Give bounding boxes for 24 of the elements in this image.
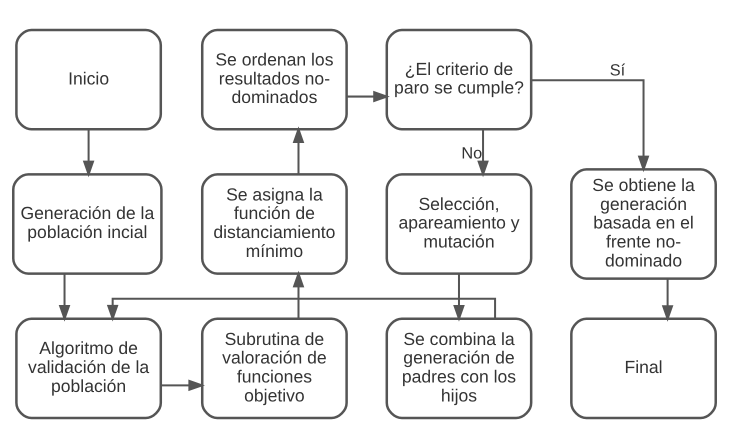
node-box: Final	[570, 318, 717, 420]
node-box: Se ordenan los resultados no-dominados	[200, 28, 348, 130]
arrow	[453, 274, 465, 322]
arrow	[346, 90, 390, 102]
arrow	[662, 279, 674, 322]
arrow	[292, 270, 304, 319]
arrow	[292, 126, 304, 174]
node-box: ¿El criterio de paro se cumple?	[386, 28, 532, 130]
node-box: Inicio	[15, 28, 162, 130]
arrow	[82, 129, 94, 178]
node-box: Algoritmo de validación de la población	[15, 318, 162, 420]
node-box: Se combina la generación de padres con los hijos	[386, 318, 532, 420]
arrow	[58, 274, 70, 322]
edge-label: No	[461, 144, 482, 163]
arrow	[477, 129, 489, 178]
node-box: Selección, apareamiento y mutación	[386, 173, 532, 275]
arrow	[106, 298, 496, 322]
node-box: Se asigna la función de distanciamiento mínimo	[200, 173, 348, 275]
arrow	[160, 380, 205, 392]
edge-label: Sí	[610, 62, 626, 80]
node-box: Subrutina de valoración de funciones objetivo	[200, 318, 348, 420]
node-box: Generación de la población incial	[12, 173, 163, 275]
node-box: Se obtiene la generación basada en el frente no-dominado	[570, 168, 717, 280]
arrow	[531, 79, 650, 172]
